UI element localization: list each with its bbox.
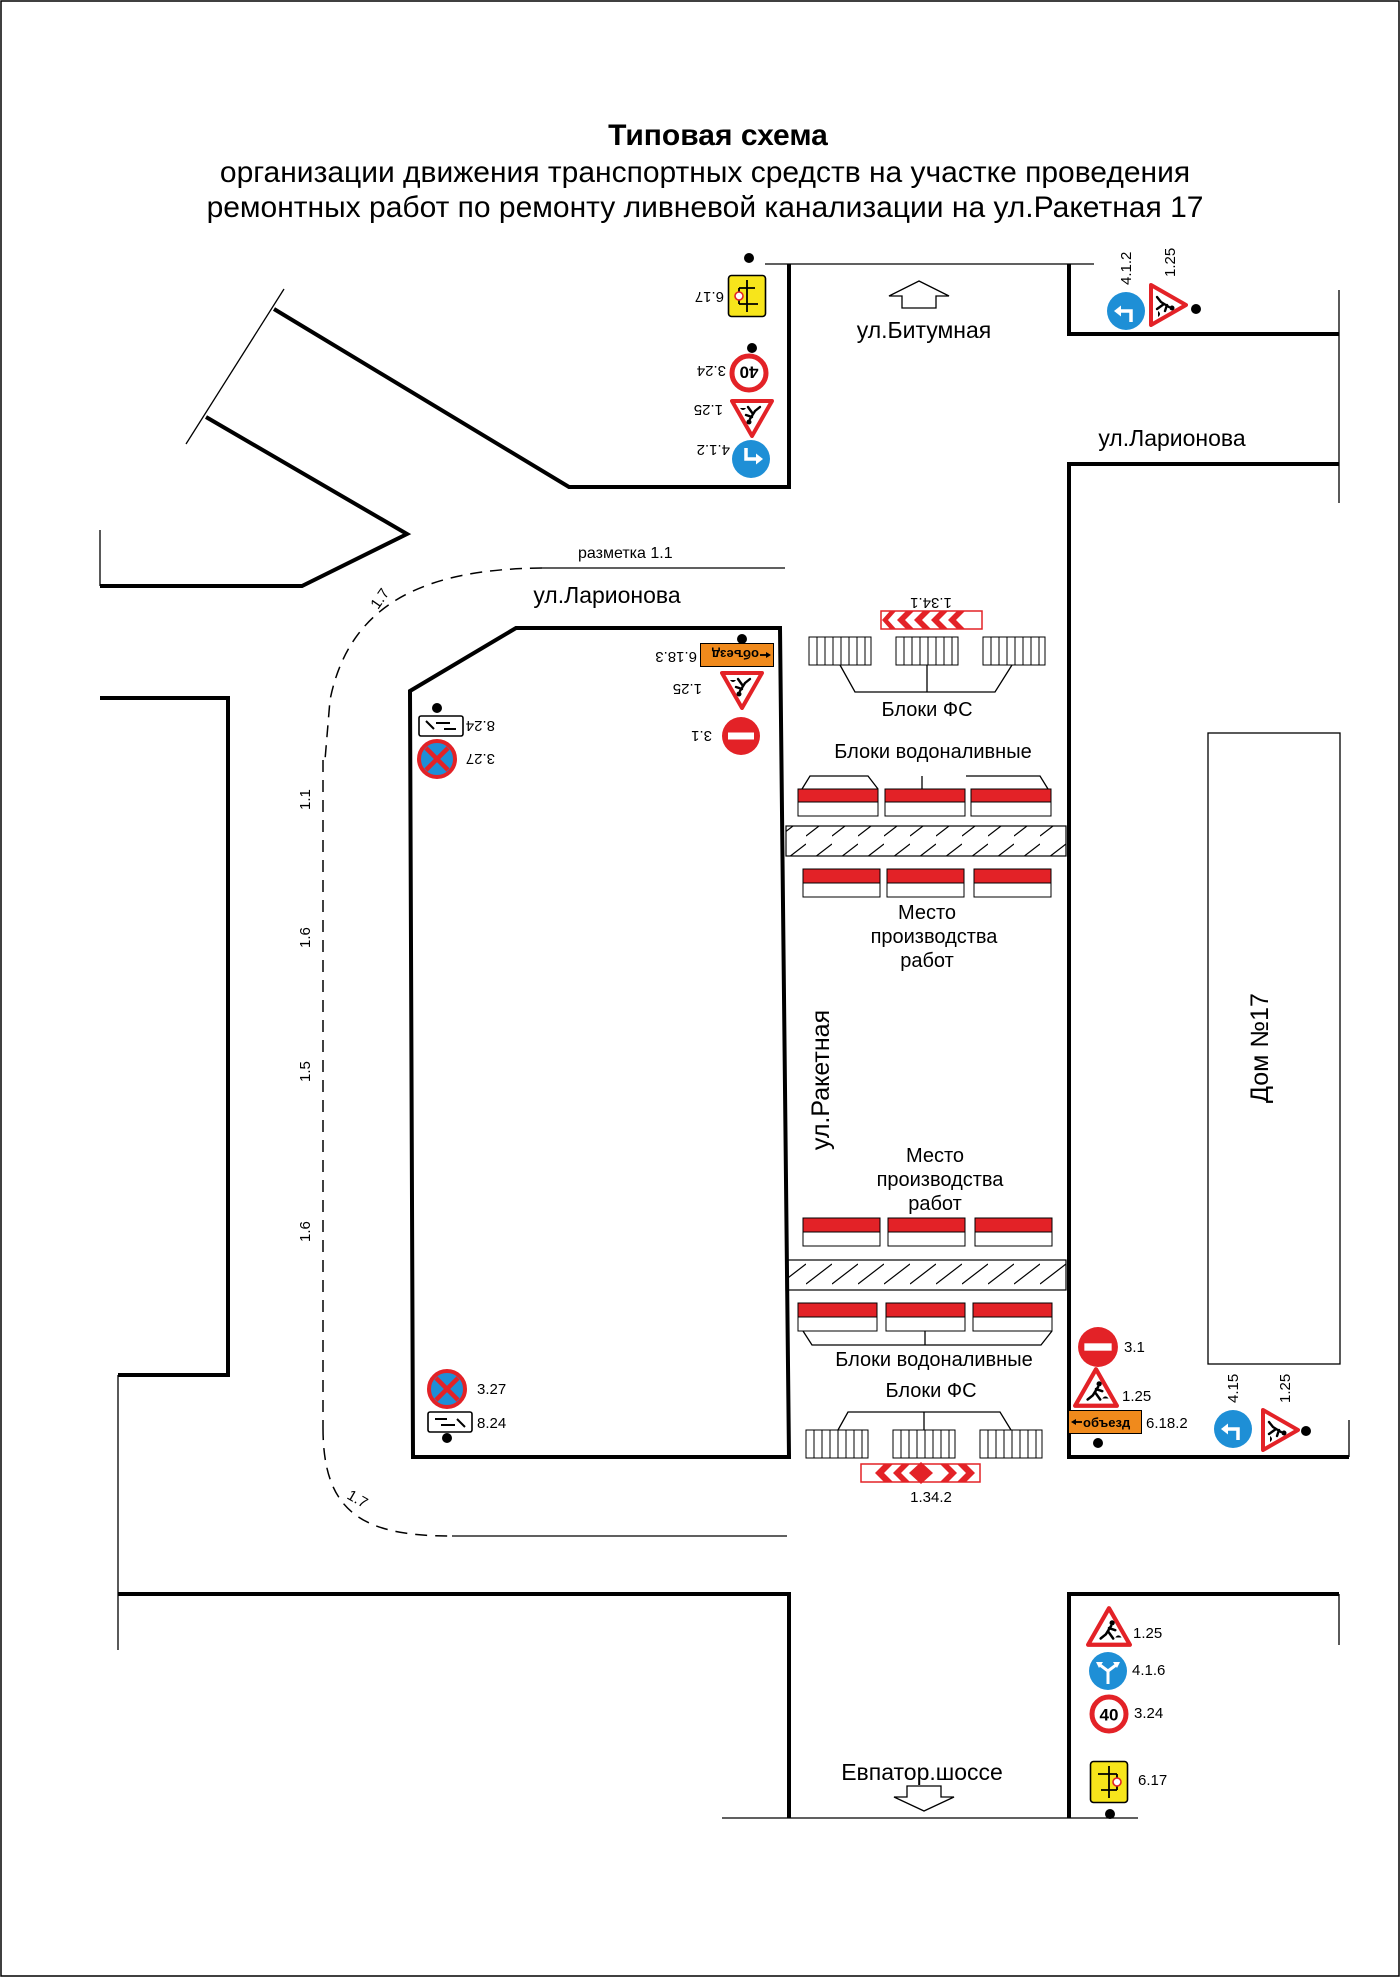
- yellow-scheme-icon-top: [727, 274, 767, 318]
- building-17: [1207, 732, 1341, 1365]
- yellow-scheme-icon-ev: [1089, 1760, 1129, 1804]
- label-workzone-bottom-3: работ: [908, 1193, 962, 1215]
- label-workzone-top-3: работ: [900, 950, 954, 972]
- no-entry-icon-bottom: [1078, 1327, 1118, 1367]
- street-larionova-right: ул.Ларионова: [1098, 425, 1246, 451]
- callout-lines: [801, 664, 1053, 1431]
- tow-plate-icon-bottom: [427, 1411, 473, 1433]
- marking-1-1: 1.1: [297, 789, 314, 810]
- sign-3-24-ev: 3.24: [1134, 1705, 1163, 1722]
- street-larionova-left: ул.Ларионова: [533, 582, 681, 608]
- scheme-subtitle-1: организации движения транспортных средст…: [220, 156, 1190, 189]
- marking-razmetka: разметка 1.1: [578, 545, 673, 562]
- sign-4-1-2-top: 4.1.2: [697, 441, 730, 458]
- sign-3-24-top: 3.24: [697, 362, 726, 379]
- label-workzone-bottom-2: производства: [877, 1169, 1005, 1191]
- detour-text-mid: объезд: [711, 647, 759, 662]
- blue-turn-icon-br: [1213, 1409, 1253, 1449]
- road-edges: [100, 264, 1349, 1818]
- street-raketnaya: ул.Ракетная: [807, 1010, 835, 1150]
- speed-limit-icon-ev: [1092, 1697, 1126, 1731]
- sign-8-24-bottom: 8.24: [477, 1415, 506, 1432]
- sign-1-25-tr: 1.25: [1162, 248, 1179, 277]
- road-markings: [322, 567, 787, 1537]
- scheme-title: Типовая схема: [608, 119, 828, 152]
- roadworks-icon-top: [730, 399, 774, 438]
- roadworks-icon-mid: [720, 671, 764, 710]
- label-workzone-top-2: производства: [871, 926, 999, 948]
- sign-1-25-br: 1.25: [1277, 1374, 1294, 1403]
- sign-4-1-6: 4.1.6: [1132, 1662, 1165, 1679]
- blue-turn-icon-tr: [1106, 291, 1146, 331]
- label-workzone-bottom-1: Место: [906, 1145, 964, 1167]
- label-fs-top: Блоки ФС: [881, 699, 972, 721]
- sign-1-25-ev: 1.25: [1133, 1625, 1162, 1642]
- blue-turn-icon-top: [731, 439, 771, 479]
- tow-plate-icon-top: [418, 715, 464, 737]
- marking-1-7-top: 1.7: [367, 585, 393, 612]
- road-borders: [99, 263, 1350, 1819]
- no-entry-icon-mid: [722, 717, 760, 755]
- label-water-bottom: Блоки водоналивные: [835, 1349, 1032, 1371]
- no-stopping-icon-top: [419, 741, 455, 777]
- detour-text-bottom: объезд: [1083, 1415, 1131, 1430]
- sign-8-24-top: 8.24: [466, 717, 495, 734]
- sign-6-17-top: 6.17: [695, 288, 724, 305]
- sign-3-1-mid: 3.1: [691, 727, 712, 744]
- roadworks-icon-bottom: [1075, 1369, 1117, 1406]
- sign-4-1-2-tr: 4.1.2: [1118, 252, 1135, 285]
- marking-1-6-a: 1.6: [297, 927, 314, 948]
- marking-1-34-1: 1.34.1: [910, 594, 952, 611]
- no-stopping-icon-bottom: [429, 1371, 465, 1407]
- sign-4-15: 4.15: [1225, 1374, 1242, 1403]
- speed-limit-icon-top: [732, 356, 766, 390]
- arrow-down: [893, 1785, 955, 1812]
- marking-1-5: 1.5: [297, 1061, 314, 1082]
- fs-blocks: [805, 636, 1046, 1459]
- marking-1-34-2: 1.34.2: [910, 1489, 952, 1506]
- street-evpator: Евпатор.шоссе: [841, 1759, 1003, 1785]
- chevron-1-34-1: [880, 610, 983, 630]
- sign-1-25-bottom: 1.25: [1122, 1388, 1151, 1405]
- sign-3-27-top: 3.27: [466, 750, 495, 767]
- sign-1-25-mid: 1.25: [673, 680, 702, 697]
- work-zone: [785, 825, 1067, 1291]
- scheme-subtitle-2: ремонтных работ по ремонту ливневой кана…: [207, 191, 1204, 224]
- roadworks-icon-ev: [1088, 1608, 1130, 1645]
- sign-6-18-3: 6.18.3: [655, 648, 697, 665]
- street-bitumnaya: ул.Битумная: [857, 317, 992, 343]
- blue-fork-icon-ev: [1088, 1651, 1128, 1691]
- marking-1-6-b: 1.6: [297, 1221, 314, 1242]
- sign-3-1-bottom: 3.1: [1124, 1339, 1145, 1356]
- roadworks-icon-br: [1261, 1408, 1300, 1452]
- sign-6-18-2: 6.18.2: [1146, 1415, 1188, 1432]
- sign-1-25-top: 1.25: [694, 401, 723, 418]
- label-fs-bottom: Блоки ФС: [885, 1380, 976, 1402]
- water-blocks: [797, 788, 1053, 1332]
- building-label: Дом №17: [1246, 993, 1274, 1103]
- label-workzone-top-1: Место: [898, 902, 956, 924]
- arrow-up: [888, 280, 950, 309]
- sign-6-17-ev: 6.17: [1138, 1772, 1167, 1789]
- sign-posts: [432, 253, 1311, 1819]
- sign-3-27-bottom: 3.27: [477, 1381, 506, 1398]
- label-water-top: Блоки водоналивные: [834, 741, 1031, 763]
- chevron-1-34-2: [860, 1462, 981, 1484]
- roadworks-icon-tr: [1149, 283, 1188, 327]
